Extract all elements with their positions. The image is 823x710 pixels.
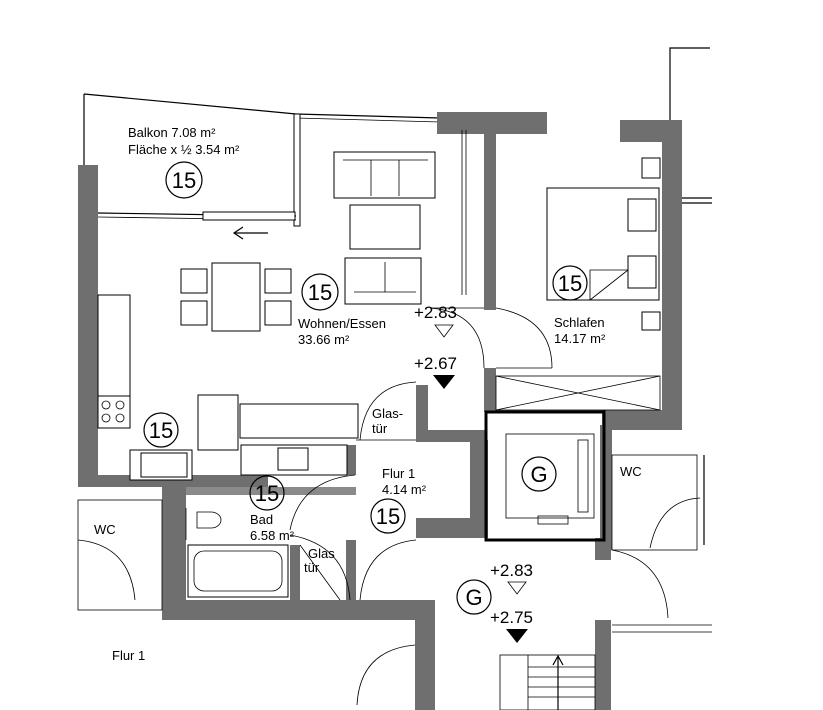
- unit-markers: [143, 161, 588, 615]
- glass-door-label-2a: Glas: [308, 546, 335, 561]
- hall-outside-label: Flur 1: [112, 648, 145, 663]
- bath-unit: 15: [255, 481, 279, 506]
- level-living-upper: +2.83: [414, 303, 457, 322]
- stairs: [499, 624, 712, 710]
- balcony-area-label: Fläche x ½ 3.54 m²: [128, 142, 240, 157]
- living-area: 33.66 m²: [298, 332, 350, 347]
- bedroom-label: Schlafen: [554, 315, 605, 330]
- bathroom: [185, 444, 351, 601]
- elevator-label: G: [530, 462, 547, 487]
- elevator-shaft: [484, 410, 606, 542]
- kitchen-unit: 15: [149, 418, 173, 443]
- glass-door-label-1a: Glas-: [372, 406, 403, 421]
- hall-doors: [77, 381, 701, 706]
- living-unit: 15: [308, 280, 332, 305]
- glass-door-label-2b: tür: [304, 560, 320, 575]
- bedroom-furniture: [495, 157, 661, 411]
- hall-unit: 15: [376, 504, 400, 529]
- level-stair-lower: +2.75: [490, 608, 533, 627]
- stair-label: G: [465, 585, 482, 610]
- bedroom-unit: 15: [558, 271, 582, 296]
- level-markers: [433, 324, 528, 643]
- walls: [78, 112, 682, 710]
- hall-label: Flur 1: [382, 466, 415, 481]
- bedroom-area: 14.17 m²: [554, 331, 606, 346]
- balcony-label: Balkon 7.08 m²: [128, 125, 216, 140]
- living-furniture: [180, 130, 485, 369]
- wc-right-label: WC: [620, 464, 642, 479]
- arrow-left-icon: [232, 226, 268, 240]
- level-living-lower: +2.67: [414, 354, 457, 373]
- exterior-right: [669, 47, 712, 545]
- bath-label: Bad: [250, 512, 273, 527]
- wc-left-label: WC: [94, 522, 116, 537]
- level-stair-upper: +2.83: [490, 561, 533, 580]
- living-label: Wohnen/Essen: [298, 316, 386, 331]
- hall-area: 4.14 m²: [382, 482, 427, 497]
- balcony-unit: 15: [172, 168, 196, 193]
- balcony-outline: [83, 93, 441, 227]
- bath-area: 6.58 m²: [250, 528, 295, 543]
- glass-door-label-1b: tür: [372, 421, 388, 436]
- kitchen: [97, 294, 359, 481]
